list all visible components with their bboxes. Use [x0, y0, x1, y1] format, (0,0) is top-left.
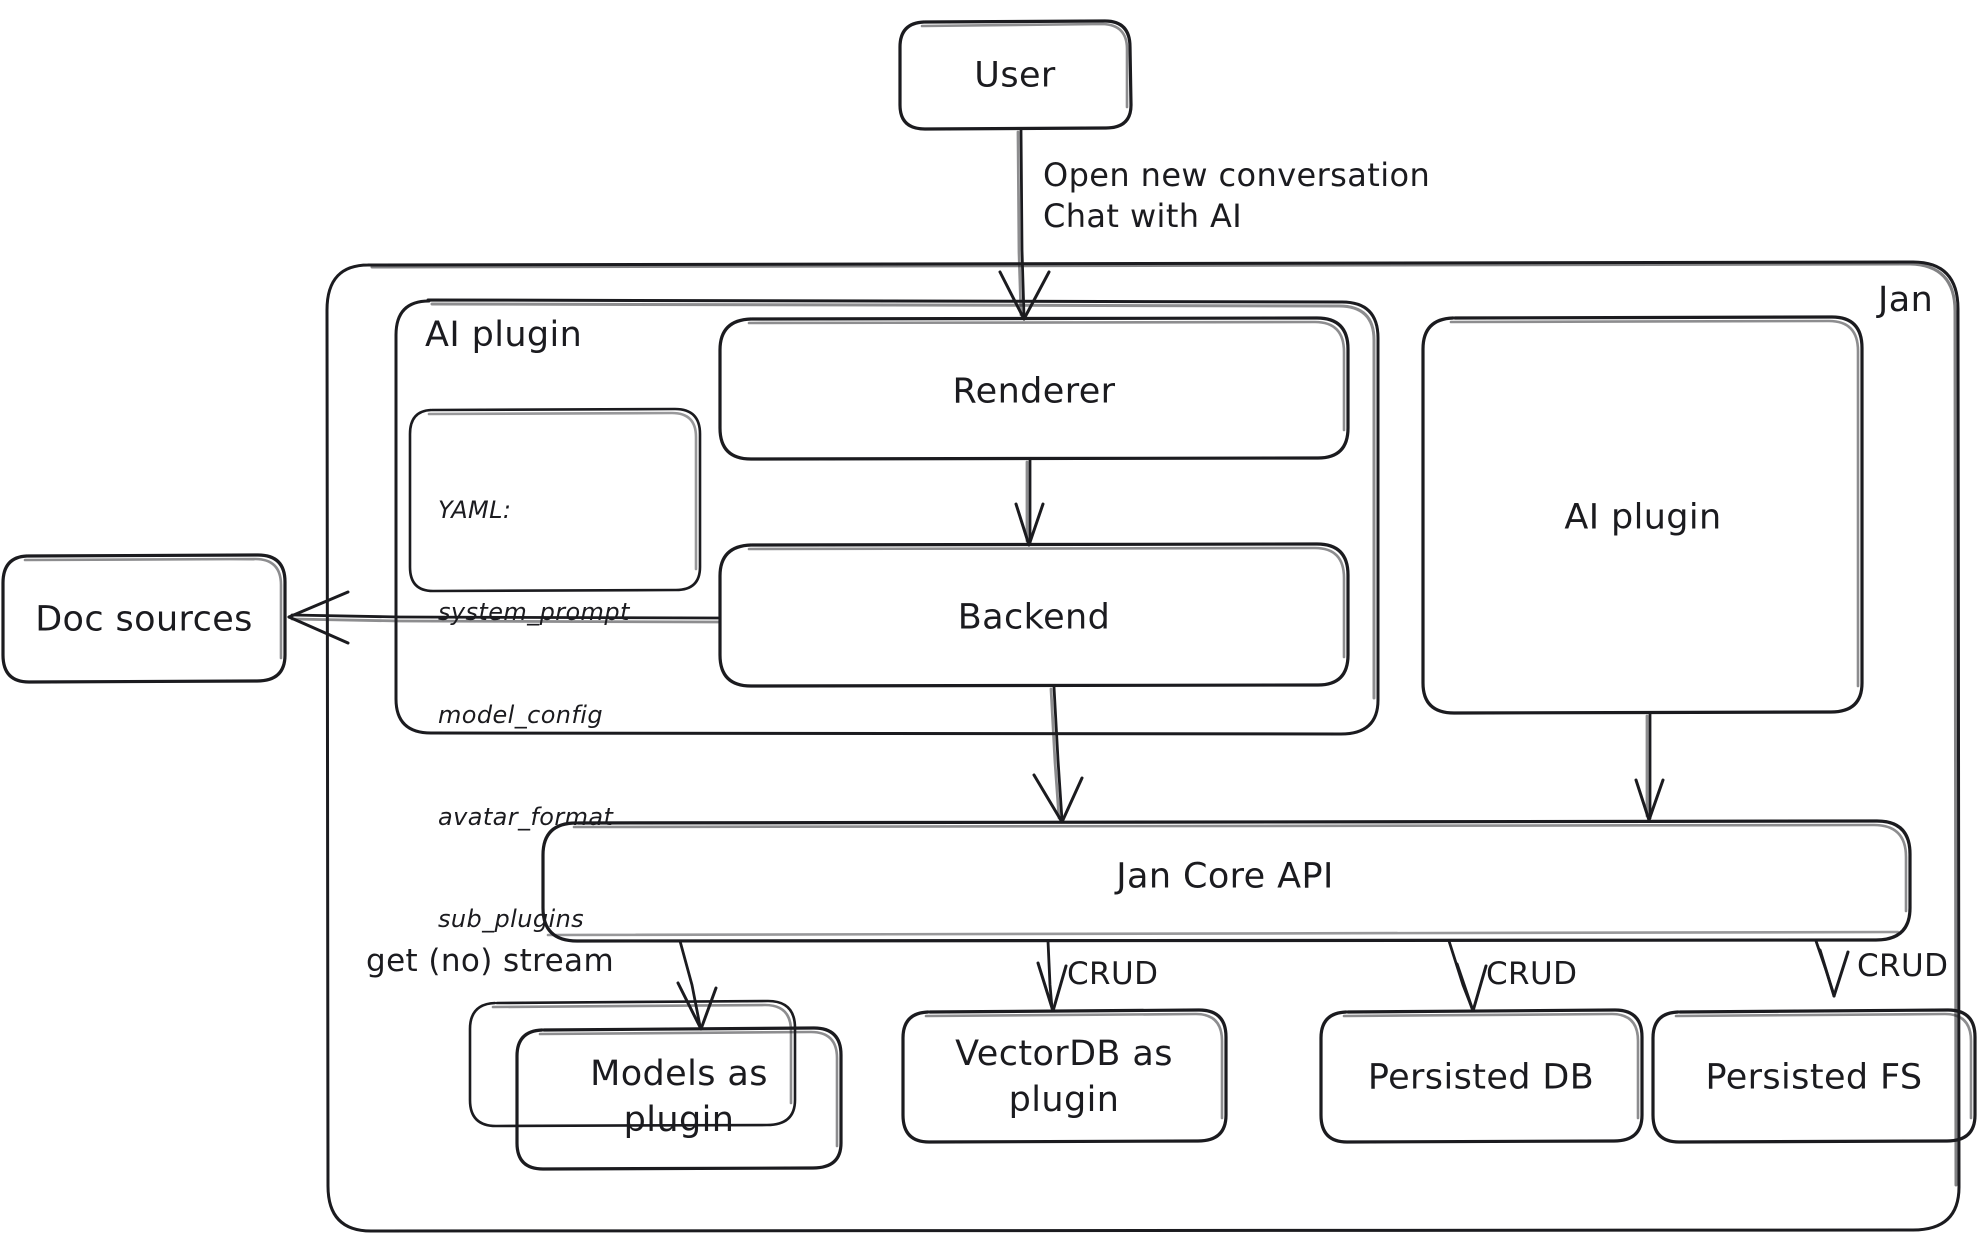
- edge-label-user-to-renderer: Open new conversation Chat with AI: [1043, 156, 1431, 235]
- edge-backend-to-core: [1032, 685, 1084, 824]
- ai-plugin-node-label: AI plugin: [1564, 497, 1722, 538]
- ai-plugin-node-shape: [1421, 315, 1864, 715]
- yaml-note-item: model_config: [438, 700, 603, 729]
- edge-core-to-vectordb: [1036, 939, 1068, 1013]
- vectordb-plugin-shape: [901, 1008, 1228, 1144]
- edge-core-to-persisted-db: [1447, 939, 1488, 1013]
- models-plugin-label: Models as plugin: [590, 1053, 768, 1140]
- ai-plugin-group-shape: [394, 298, 1380, 736]
- jan-container-shape: [325, 260, 1961, 1233]
- edge-backend-to-doc-sources: [287, 590, 720, 645]
- edge-ai-plugin-to-core: [1634, 712, 1665, 822]
- edge-label-crud-persisted-fs: CRUD: [1857, 948, 1949, 984]
- vectordb-plugin-label: VectorDB as plugin: [955, 1033, 1173, 1120]
- ai-plugin-group-label: AI plugin: [425, 315, 583, 355]
- backend-box-shape: [718, 542, 1350, 688]
- persisted-db-shape: [1319, 1008, 1644, 1144]
- persisted-fs-shape: [1651, 1008, 1977, 1144]
- jan-core-api-label: Jan Core API: [1116, 856, 1334, 897]
- yaml-note-item: sub_plugins: [438, 905, 585, 934]
- doc-sources-box-shape: [1, 553, 287, 684]
- edge-renderer-to-backend: [1014, 458, 1045, 547]
- yaml-note-item: system_prompt: [438, 598, 630, 627]
- persisted-db-label: Persisted DB: [1367, 1057, 1595, 1098]
- edge-core-to-models: [676, 939, 718, 1031]
- backend-label: Backend: [957, 597, 1111, 638]
- doc-sources-label: Doc sources: [35, 599, 253, 640]
- user-box-shape: [898, 19, 1133, 131]
- yaml-note-item: avatar_format: [438, 802, 614, 831]
- models-plugin-shape: [515, 1026, 843, 1171]
- yaml-note-heading: YAML:: [438, 496, 512, 525]
- edge-core-to-persisted-fs: [1814, 939, 1850, 998]
- edge-label-crud-persisted-db: CRUD: [1486, 956, 1578, 992]
- yaml-note-shape: [408, 407, 702, 593]
- edge-label-crud-vectordb: CRUD: [1067, 956, 1159, 992]
- yaml-note: YAML: system_prompt model_config avatar_…: [438, 425, 630, 1004]
- jan-container-label: Jan: [1878, 280, 1934, 320]
- renderer-label: Renderer: [952, 371, 1116, 412]
- edge-user-to-renderer: [998, 128, 1051, 321]
- edge-label-get-no-stream: get (no) stream: [366, 943, 615, 979]
- persisted-fs-label: Persisted FS: [1705, 1057, 1923, 1098]
- renderer-box-shape: [718, 316, 1350, 461]
- jan-core-api-shape: [541, 819, 1912, 943]
- user-label: User: [974, 55, 1056, 96]
